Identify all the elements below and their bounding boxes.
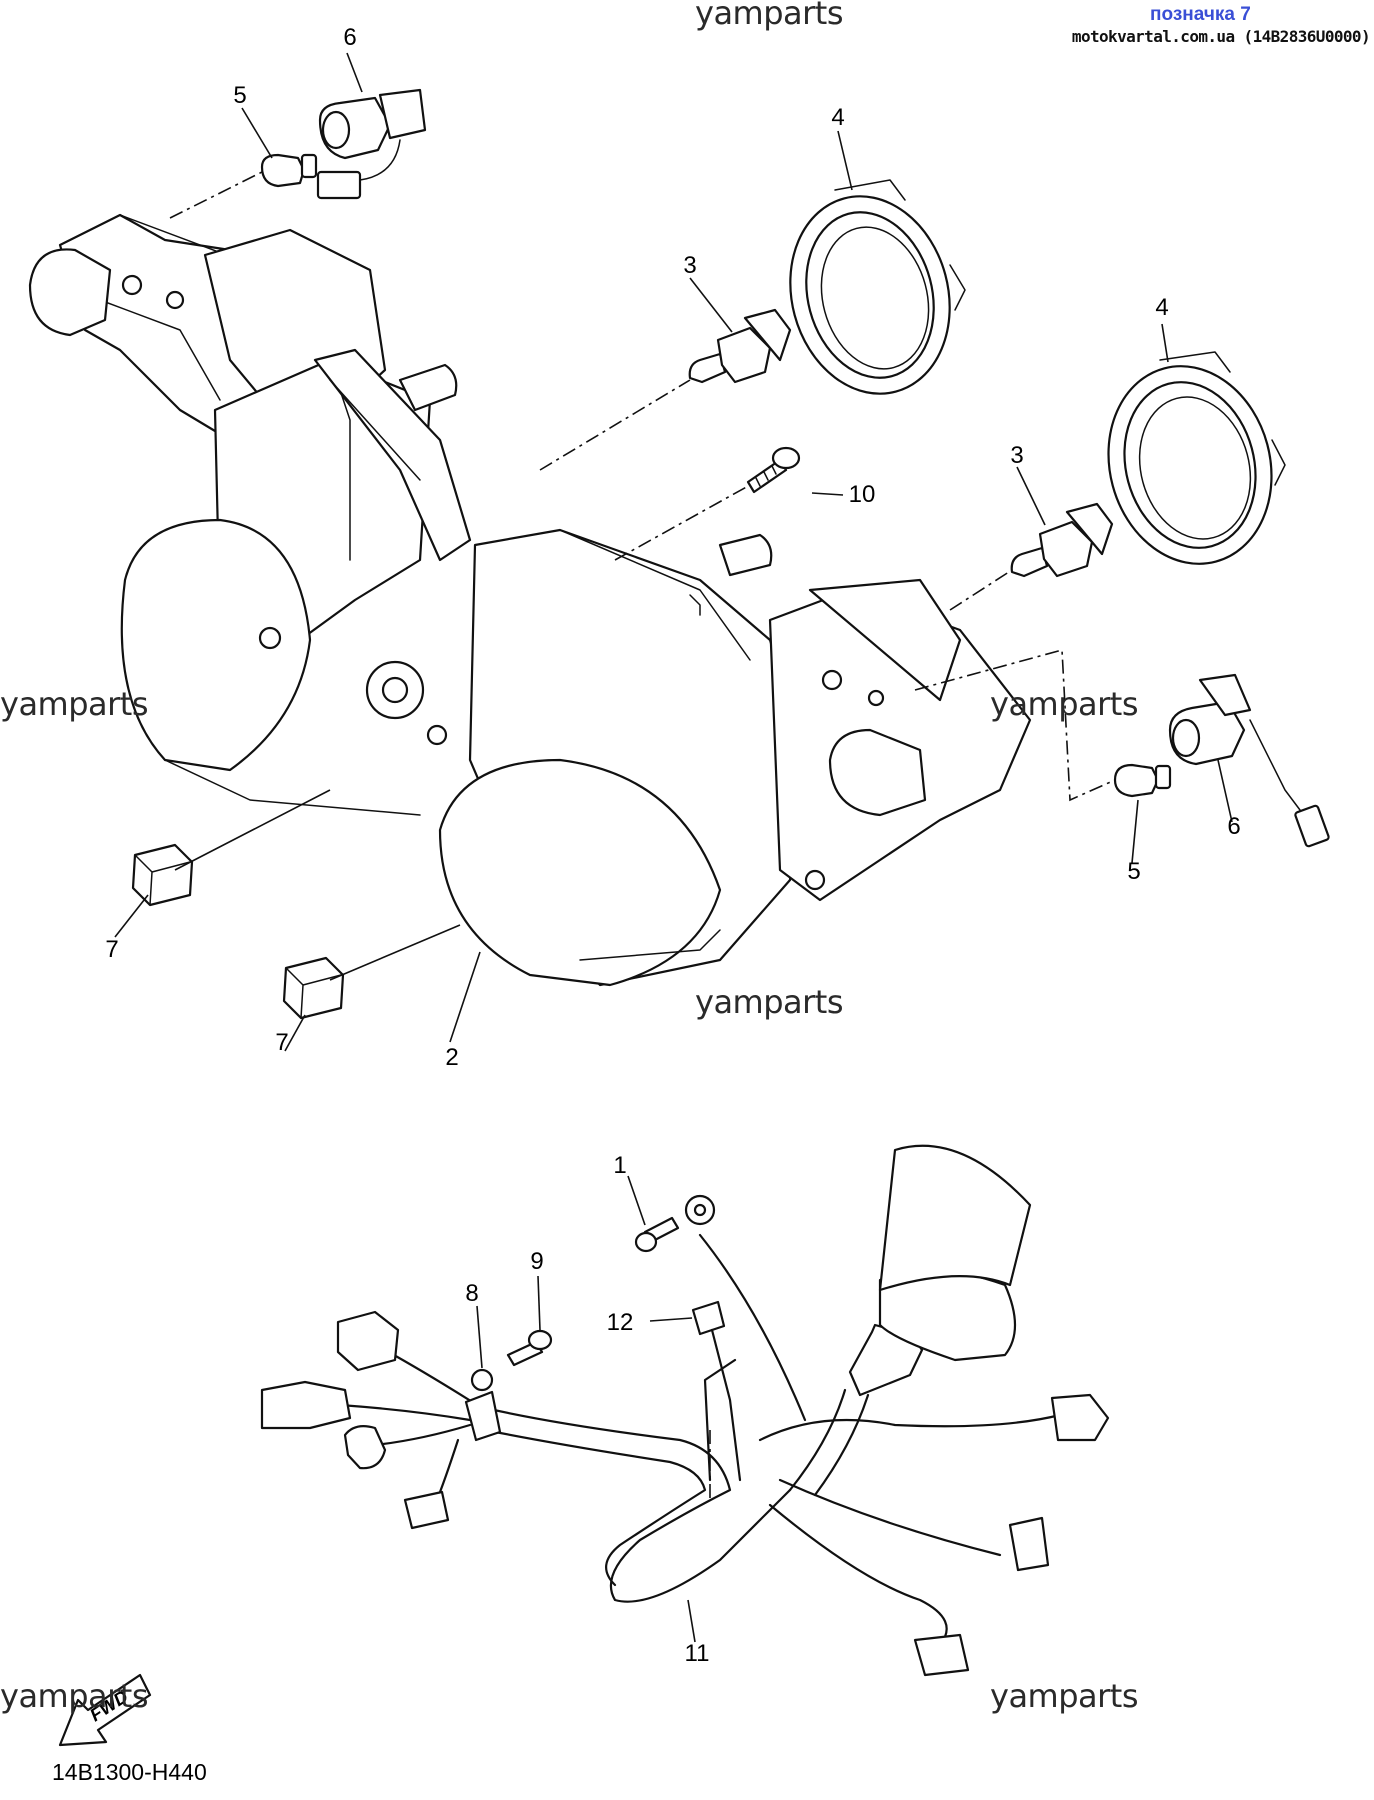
header-source-text: motokvartal.com.ua (14B2836U0000)	[1071, 27, 1371, 46]
callout-5: 5	[1127, 858, 1141, 885]
callout-3: 3	[683, 252, 697, 279]
callout-7: 7	[105, 936, 119, 963]
socket-6-upper	[316, 88, 427, 200]
callout-4: 4	[1155, 294, 1169, 321]
diagram-code: 14B1300-H440	[52, 1759, 207, 1785]
ring-4-upper	[789, 179, 966, 395]
callout-7: 7	[275, 1029, 289, 1056]
watermark: yamparts	[0, 1677, 149, 1715]
callout-8: 8	[465, 1280, 479, 1307]
leader-lines-upper	[114, 52, 1233, 1052]
assembly-lines-upper	[169, 171, 1116, 802]
bulb-3-lower	[1010, 502, 1114, 578]
watermark: yamparts	[990, 685, 1139, 723]
leader-lines-lower	[476, 1175, 696, 1643]
cover-7-right	[282, 956, 345, 1020]
bulb-3-upper	[688, 308, 792, 384]
bulb-5-lower	[1113, 763, 1172, 798]
screw-1	[634, 1216, 680, 1253]
callout-3: 3	[1010, 442, 1024, 469]
callout-10: 10	[848, 481, 876, 508]
callout-4: 4	[831, 104, 845, 131]
watermark: yamparts	[0, 685, 149, 723]
ring-4-lower	[1107, 351, 1286, 565]
cover-7-left	[131, 843, 194, 907]
watermark: yamparts	[990, 1677, 1139, 1715]
callout-6: 6	[343, 24, 357, 51]
socket-6-lower	[1168, 673, 1330, 848]
callout-9: 9	[530, 1248, 544, 1275]
wire-harness	[260, 1144, 1110, 1677]
screw-9	[506, 1329, 553, 1367]
callout-11: 11	[684, 1640, 710, 1667]
watermark: yamparts	[695, 0, 844, 32]
bulb-5-upper	[260, 153, 318, 188]
callout-12: 12	[606, 1309, 634, 1336]
callout-6: 6	[1227, 813, 1241, 840]
watermark: yamparts	[695, 983, 844, 1021]
callout-5: 5	[233, 82, 247, 109]
callout-1: 1	[613, 1152, 627, 1179]
header-link[interactable]: позначка 7	[1150, 4, 1251, 25]
screw-10	[746, 446, 801, 494]
headlight-assembly	[28, 213, 1032, 987]
callout-2: 2	[445, 1044, 459, 1071]
